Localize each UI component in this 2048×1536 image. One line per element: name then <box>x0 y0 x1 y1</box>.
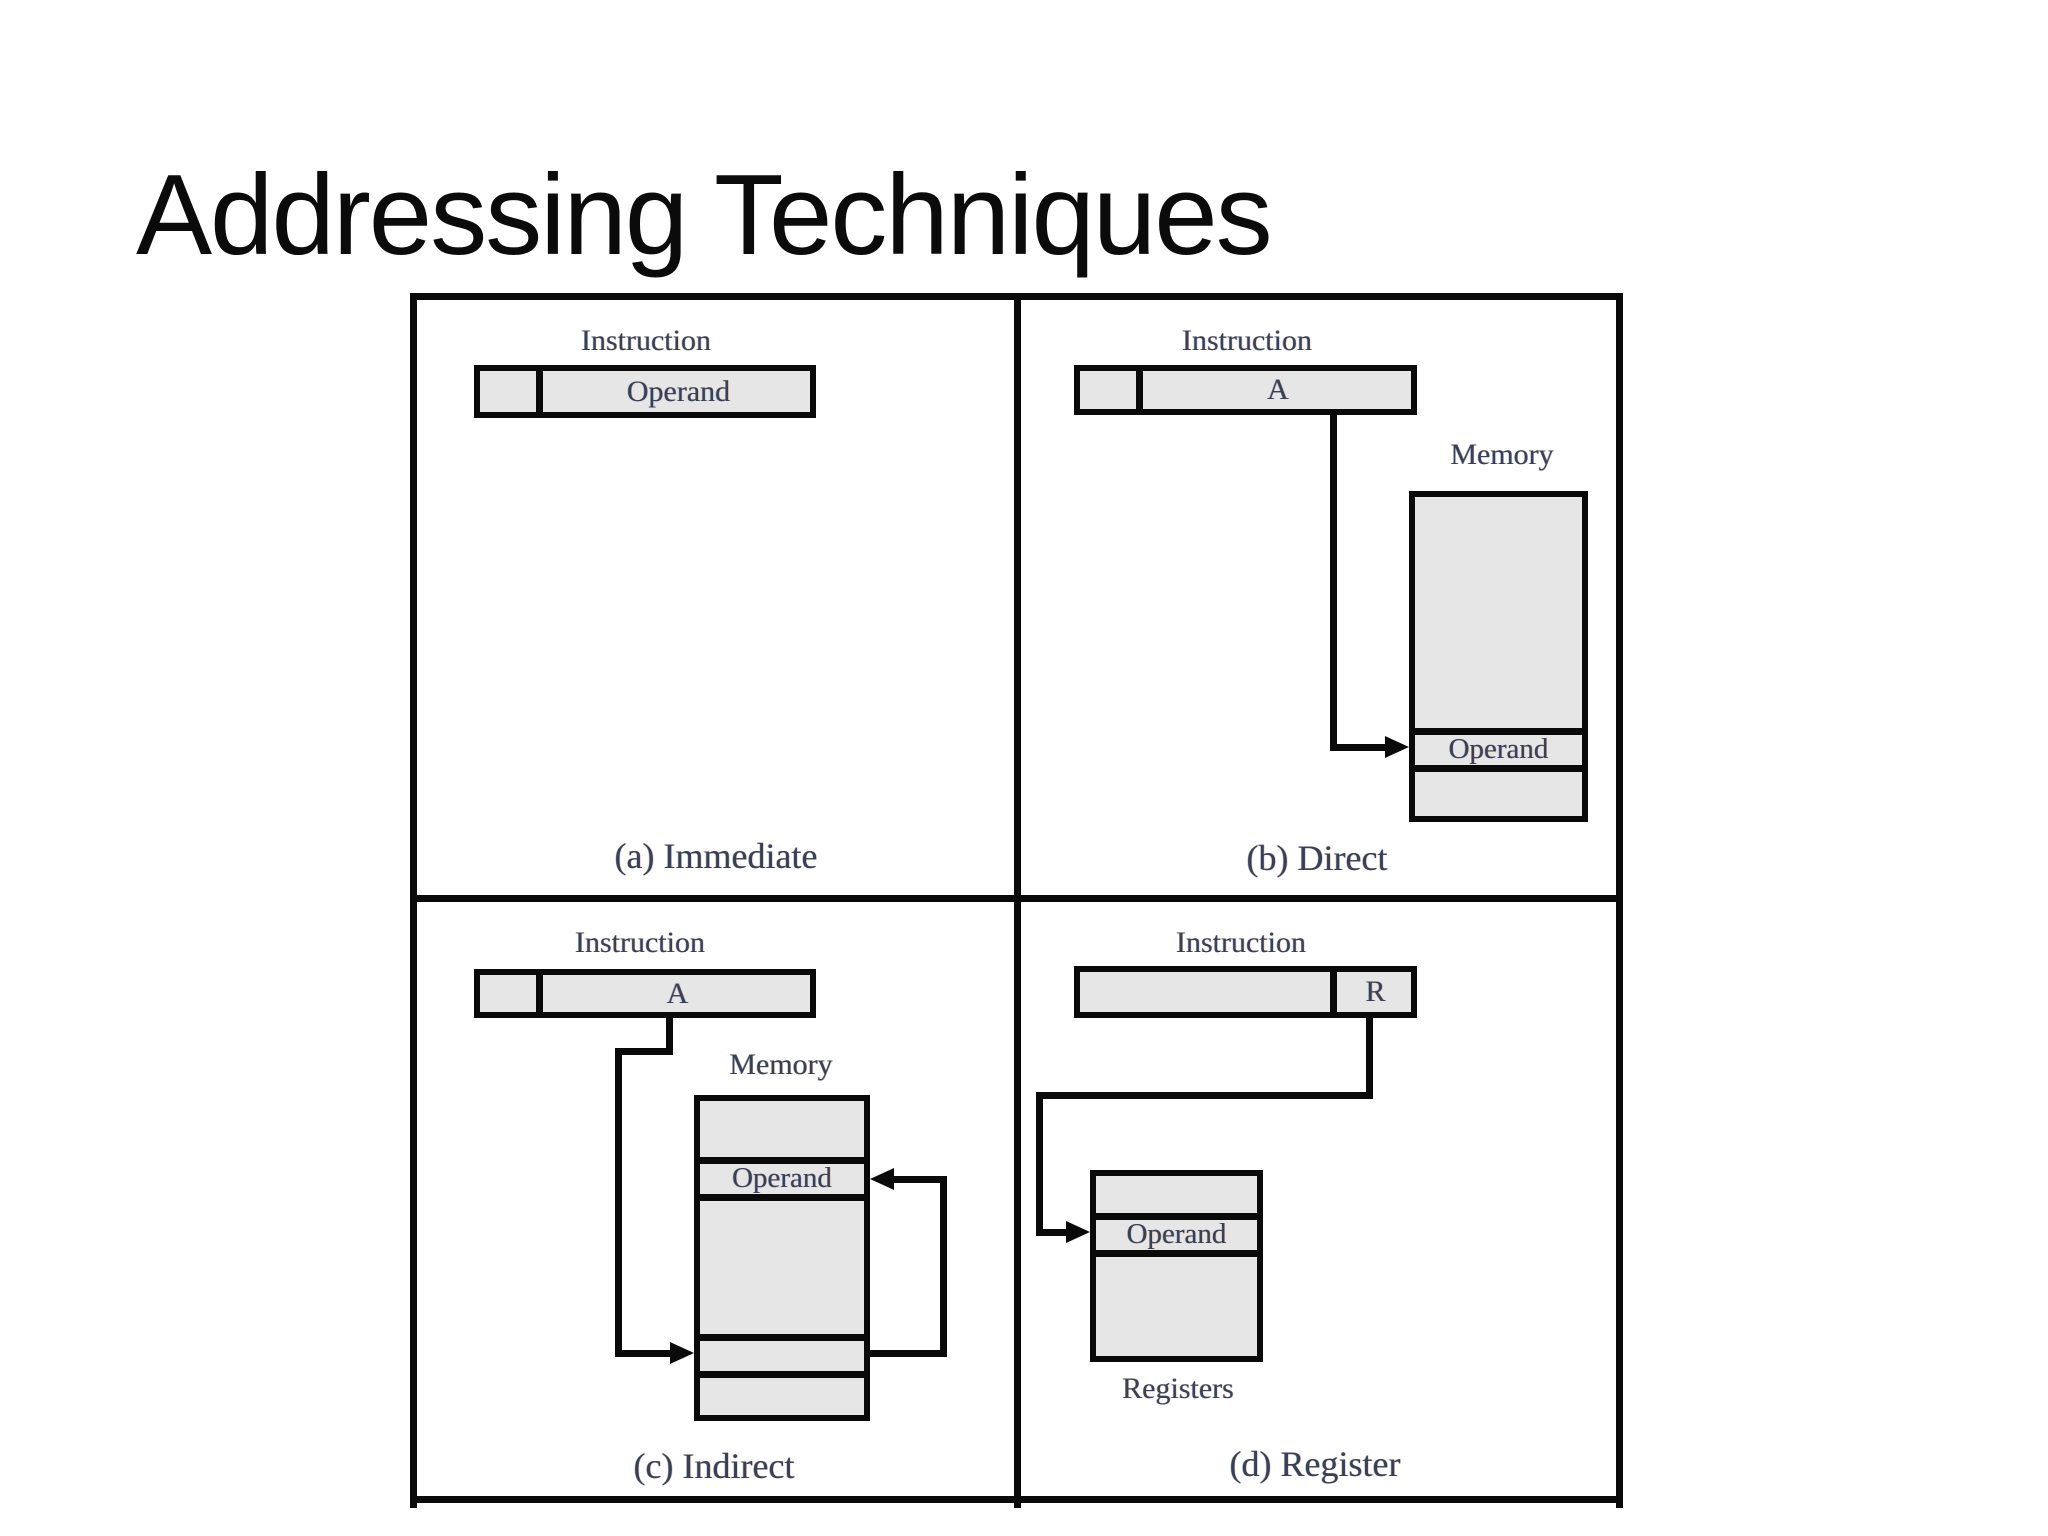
register-row-divider <box>1090 1213 1263 1220</box>
arrowhead-into-registers-icon <box>1066 1221 1090 1243</box>
operand-field: Operand <box>626 375 731 408</box>
connector-vertical-short <box>666 1018 673 1055</box>
instruction-label: Instruction <box>1182 324 1312 357</box>
frame-stub-left <box>410 1503 417 1508</box>
memory-box <box>694 1095 870 1421</box>
memory-operand-cell: Operand <box>732 1162 832 1194</box>
arrowhead-into-memory-icon <box>1385 736 1409 758</box>
memory-label: Memory <box>729 1048 833 1081</box>
memory-row-divider <box>694 1371 870 1378</box>
loop-horizontal-top <box>892 1176 947 1183</box>
connector-horizontal-top <box>1036 1092 1373 1099</box>
frame-stub-center <box>1014 1503 1021 1508</box>
opcode-field-divider <box>1136 365 1143 415</box>
registers-box <box>1090 1170 1263 1362</box>
instruction-label: Instruction <box>575 926 705 959</box>
connector-vertical-long <box>615 1048 622 1357</box>
address-field: A <box>666 977 689 1010</box>
instruction-register <box>1074 365 1417 415</box>
register-field-divider <box>1330 966 1337 1018</box>
instruction-label: Instruction <box>1176 926 1306 959</box>
arrowhead-into-memory-icon <box>670 1342 694 1364</box>
loop-vertical <box>940 1176 947 1357</box>
instruction-register <box>474 365 816 418</box>
memory-operand-cell: Operand <box>1448 733 1549 765</box>
page-title: Addressing Techniques <box>136 152 1273 279</box>
memory-label: Memory <box>1450 438 1554 471</box>
memory-row-divider <box>1409 765 1588 772</box>
instruction-label: Instruction <box>581 324 711 357</box>
register-field: R <box>1365 975 1386 1008</box>
register-operand-cell: Operand <box>1126 1218 1227 1250</box>
memory-row-divider <box>1409 728 1588 735</box>
connector-horizontal-bottom <box>1036 1229 1068 1236</box>
frame-stub-right <box>1616 1503 1623 1508</box>
opcode-field-divider <box>536 969 543 1018</box>
address-field: A <box>1267 373 1289 406</box>
registers-label: Registers <box>1122 1372 1234 1405</box>
memory-row-divider <box>694 1194 870 1201</box>
caption-indirect: (c) Indirect <box>633 1446 795 1486</box>
instruction-register <box>474 969 816 1018</box>
frame-middle-divider <box>410 895 1623 902</box>
loop-horizontal-bottom <box>866 1350 947 1357</box>
opcode-field-divider <box>536 365 543 418</box>
memory-box <box>1409 491 1588 822</box>
arrowhead-into-operand-icon <box>870 1168 894 1190</box>
caption-immediate: (a) Immediate <box>614 836 818 876</box>
connector-vertical-long <box>1036 1092 1043 1236</box>
memory-row-divider <box>694 1157 870 1164</box>
caption-direct: (b) Direct <box>1246 838 1388 878</box>
connector-horizontal-bottom <box>615 1350 672 1357</box>
connector-horizontal <box>1330 744 1387 751</box>
connector-vertical-short <box>1366 1018 1373 1099</box>
connector-vertical <box>1330 415 1337 751</box>
register-row-divider <box>1090 1250 1263 1257</box>
memory-row-divider <box>694 1334 870 1341</box>
connector-horizontal-left <box>615 1048 673 1055</box>
instruction-register <box>1074 966 1417 1018</box>
caption-register: (d) Register <box>1229 1444 1401 1484</box>
